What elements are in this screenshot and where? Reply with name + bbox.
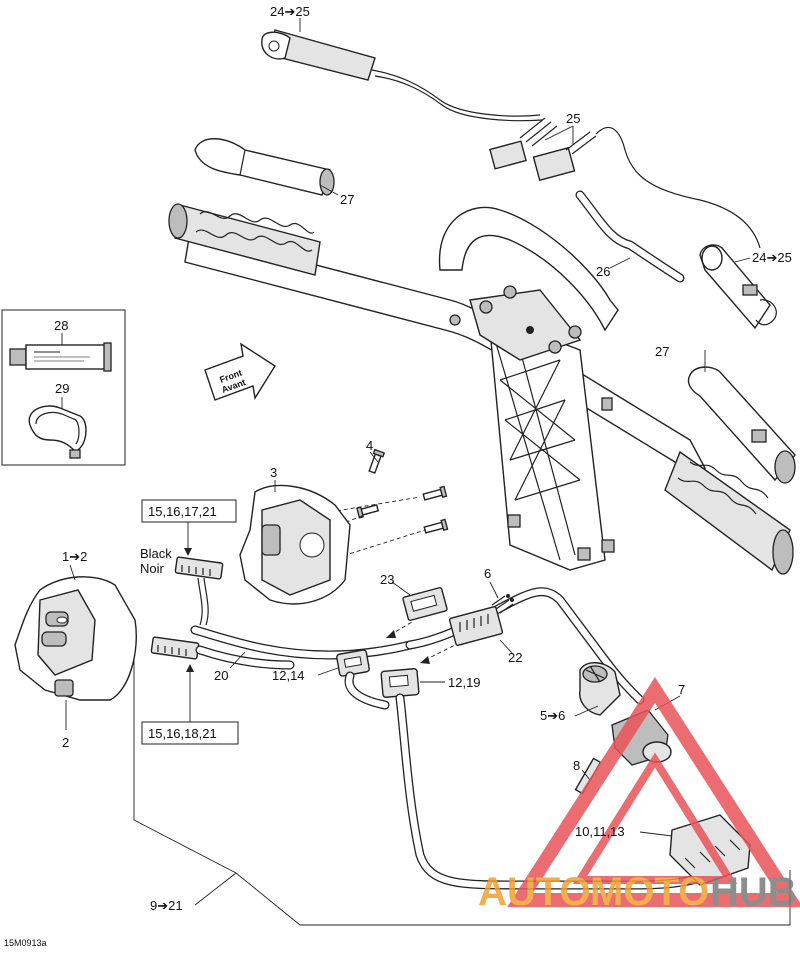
label-10-11-13: 10,11,13 [575,824,625,839]
connector-23 [402,586,448,622]
label-27-top: 27 [340,192,354,207]
label-black: Black [140,546,172,561]
connector-12-14 [336,649,390,710]
connector-22 [448,606,504,646]
terminal-pins-6 [491,594,514,614]
label-4: 4 [366,438,373,453]
grip-sleeve-top [194,138,335,196]
label-5-6: 5➔6 [540,708,565,723]
figure-code: 15M0913a [4,938,47,948]
label-7: 7 [678,682,685,697]
left-grip [168,203,321,276]
watermark: AUTO MOTO HUB [478,677,800,914]
callout-box-top-text: 15,16,17,21 [148,504,217,519]
switch-housing-3 [239,484,351,605]
heating-element-right [699,244,777,330]
assembly-frame-line [133,660,791,926]
label-24-25-top: 24➔25 [270,4,310,19]
wiring-harness-20 [190,625,415,670]
grip-sleeve-right [687,366,796,484]
watermark-auto: AUTO [478,870,591,914]
label-23: 23 [380,572,394,587]
label-1-2: 1➔2 [62,549,87,564]
label-27-right: 27 [655,344,669,359]
watermark-moto: MOTO [590,870,709,914]
connector-12-19 [380,668,420,698]
label-28: 28 [54,318,68,333]
handlebar [168,203,794,575]
grease-tube-icon [9,342,112,372]
label-12-14: 12,14 [272,668,305,683]
label-29: 29 [55,381,69,396]
label-26: 26 [596,264,610,279]
label-6: 6 [484,566,491,581]
label-8: 8 [573,758,580,773]
front-direction-arrow: Front Avant [204,342,276,401]
switch-assembly-1-2 [14,576,137,701]
heating-element-top [261,29,543,122]
sensor-5-6 [578,662,621,716]
inset-box [1,309,126,466]
callout-box-bottom: 15,16,18,21 [141,721,239,745]
callout-box-top: 15,16,17,21 [141,499,237,523]
bottom-connector [150,636,200,660]
label-3: 3 [270,465,277,480]
watermark-hub: HUB [710,870,797,914]
label-20: 20 [214,668,228,683]
label-2: 2 [62,735,69,750]
black-connector [174,556,224,626]
label-9-21: 9➔21 [150,898,183,913]
right-grip [664,450,794,575]
riser-bracket [438,206,619,571]
connector-pair-25 [489,117,761,249]
label-25: 25 [566,111,580,126]
label-24-25-right: 24➔25 [752,250,792,265]
callout-box-bottom-text: 15,16,18,21 [148,726,217,741]
throttle-tube-26 [575,190,685,283]
label-12-19: 12,19 [448,675,481,690]
label-noir: Noir [140,561,165,576]
label-22: 22 [508,650,522,665]
hose-clamp-icon [28,405,87,459]
